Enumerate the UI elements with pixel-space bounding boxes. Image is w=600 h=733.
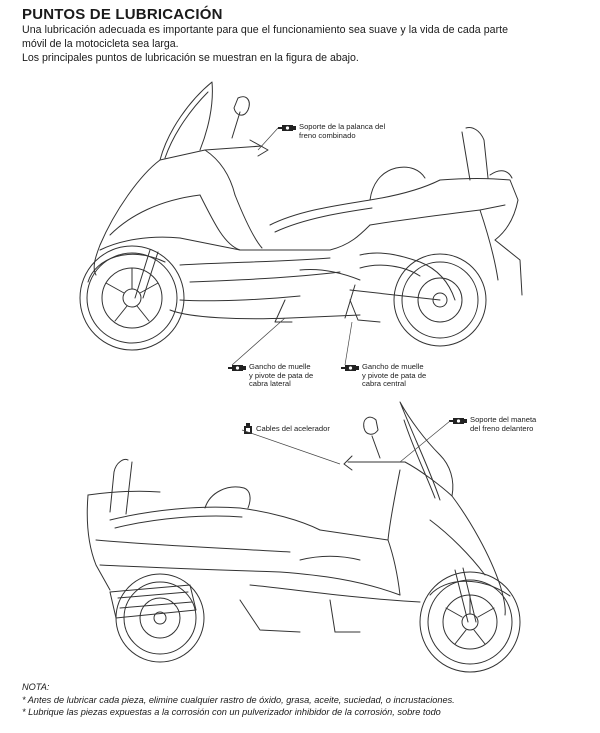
scooter-rear-right-view xyxy=(86,401,521,673)
intro-line-2: móvil de la motocicleta sea larga. xyxy=(22,38,179,50)
side-stand-line-1: Gancho de muelle xyxy=(249,362,311,371)
intro-text: Una lubricación adecuada es importante p… xyxy=(22,23,582,65)
note-heading: NOTA: xyxy=(22,682,50,692)
intro-line-3: Los principales puntos de lubricación se… xyxy=(22,52,359,64)
intro-line-1: Una lubricación adecuada es importante p… xyxy=(22,24,509,36)
label-side-stand: Gancho de muelle y pivote de pata de cab… xyxy=(228,362,314,389)
center-stand-line-3: cabra central xyxy=(362,379,406,389)
note-item-2: * Lubrique las piezas expuestas a la cor… xyxy=(22,707,441,717)
label-throttle-cables: Cables del acelerador xyxy=(244,423,330,434)
grease-gun-icon xyxy=(228,365,246,371)
center-stand-line-2: y pivote de pata de xyxy=(362,370,427,380)
side-stand-line-2: y pivote de pata de xyxy=(249,370,314,380)
center-stand-line-1: Gancho de muelle xyxy=(362,362,424,371)
oil-can-icon xyxy=(244,423,252,434)
grease-gun-icon xyxy=(449,418,467,424)
throttle-line-1: Cables del acelerador xyxy=(256,424,330,433)
scooter-front-left-view xyxy=(79,81,523,351)
label-center-stand: Gancho de muelle y pivote de pata de cab… xyxy=(341,362,427,389)
grease-gun-icon xyxy=(278,125,296,131)
label-front-brake-lever: Soporte del maneta del freno delantero xyxy=(449,415,537,433)
combined-brake-line-1: Soporte de la palanca del xyxy=(299,122,386,131)
grease-gun-icon xyxy=(341,365,359,371)
note-item-1: * Antes de lubricar cada pieza, elimine … xyxy=(22,694,455,705)
side-stand-line-3: cabra lateral xyxy=(249,379,291,389)
front-brake-line-2: del freno delantero xyxy=(470,423,534,433)
page-title: PUNTOS DE LUBRICACIÓN xyxy=(22,6,223,23)
combined-brake-line-2: freno combinado xyxy=(299,130,356,140)
label-combined-brake-lever: Soporte de la palanca del freno combinad… xyxy=(278,122,386,140)
note-section: NOTA: * Antes de lubricar cada pieza, el… xyxy=(22,681,588,719)
front-brake-line-1: Soporte del maneta xyxy=(470,415,537,424)
